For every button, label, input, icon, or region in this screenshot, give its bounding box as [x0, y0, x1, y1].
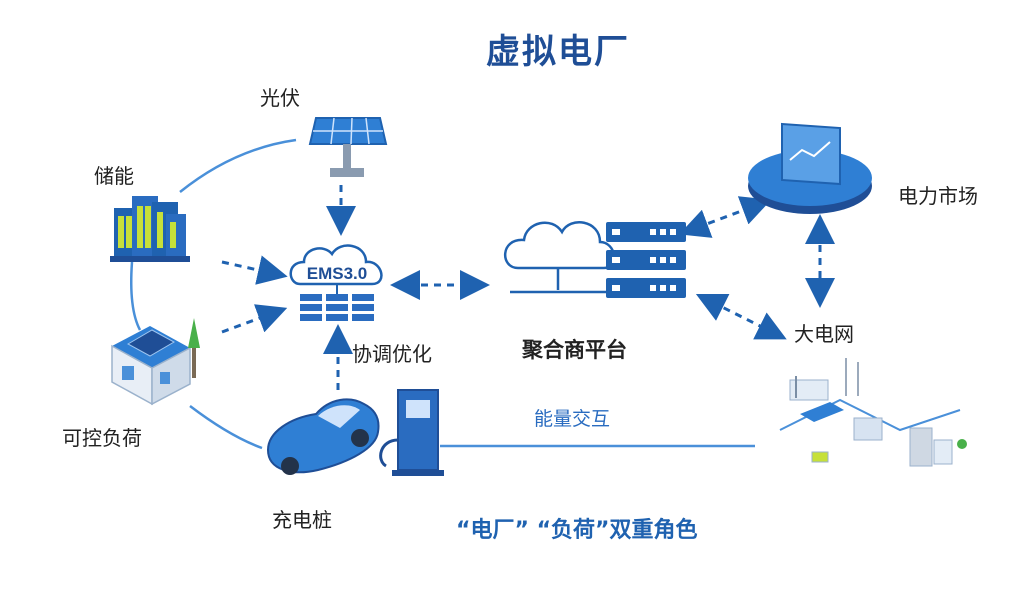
grid-infrastructure-icon: [779, 358, 967, 467]
electric-car-icon: [266, 398, 380, 475]
label-controllable-load: 可控负荷: [62, 426, 142, 450]
page-title: 虚拟电厂: [486, 32, 630, 72]
label-energy-exchange: 能量交互: [534, 408, 611, 430]
resource-ring: [130, 138, 297, 450]
label-solar: 光伏: [260, 86, 300, 110]
solar-panel-icon: [308, 117, 388, 177]
label-coordination: 协调优化: [352, 342, 432, 366]
house-icon: [111, 318, 200, 406]
ems-cloud-icon: [289, 244, 383, 321]
label-storage: 储能: [94, 164, 134, 188]
charging-pile-icon: [379, 389, 444, 476]
label-grid: 大电网: [794, 322, 854, 346]
ems-input-arrows: [221, 185, 356, 390]
tagline: “电厂” “负荷”双重角色: [456, 518, 698, 543]
label-power-market: 电力市场: [898, 184, 978, 208]
ems-badge: EMS3.0: [307, 264, 367, 283]
label-charging-pile: 充电桩: [272, 508, 332, 532]
battery-storage-icon: [110, 196, 190, 262]
bidirectional-arrows: [390, 196, 835, 340]
aggregator-server-icon: [503, 221, 686, 298]
label-aggregator: 聚合商平台: [522, 338, 627, 362]
power-market-icon: [748, 122, 872, 214]
